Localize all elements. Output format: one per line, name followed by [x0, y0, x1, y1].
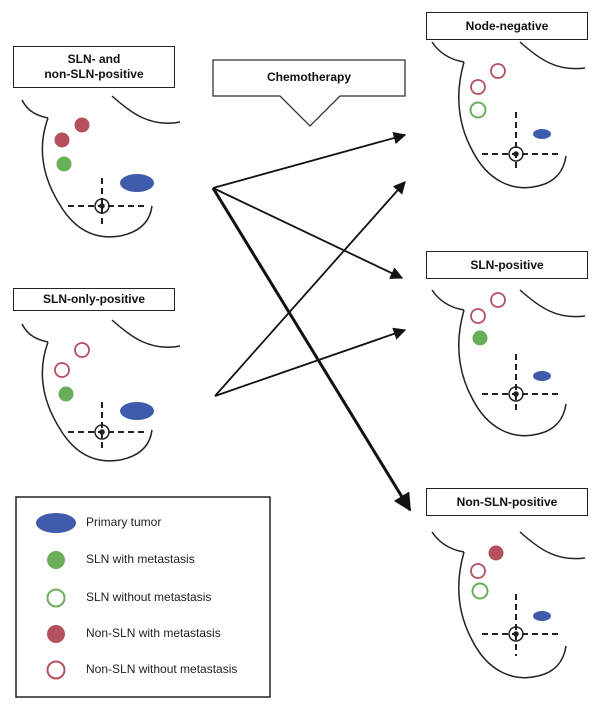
non-sln-metastasis-icon — [488, 545, 504, 561]
primary-tumor-icon — [533, 129, 551, 139]
arrow-bottom-to-node-negative — [214, 181, 406, 397]
non-sln-no-metastasis-icon — [74, 342, 90, 358]
legend-label-sln-metastasis: SLN with metastasis — [86, 552, 195, 566]
sln-no-metastasis-icon — [471, 582, 489, 600]
anatomy-left-top — [21, 95, 181, 238]
arrow-bottom-to-sln-positive — [214, 327, 407, 397]
non-sln-no-metastasis-icon — [490, 63, 506, 79]
legend-label-non-sln-no-metastasis: Non-SLN without metastasis — [86, 662, 238, 676]
label-chemotherapy: Chemotherapy — [266, 69, 352, 84]
non-sln-no-metastasis-icon — [470, 308, 486, 324]
label-non-sln-positive: Non-SLN-positive — [426, 488, 588, 516]
anatomy-right-mid — [431, 289, 586, 437]
legend-non-sln-metastasis-icon — [47, 625, 65, 643]
legend-label-sln-no-metastasis: SLN without metastasis — [86, 590, 212, 604]
label-sln-positive: SLN-positive — [426, 251, 588, 279]
arrow-top-to-non-sln-positive — [211, 187, 412, 512]
non-sln-no-metastasis-icon — [470, 563, 486, 579]
primary-tumor-icon — [533, 611, 551, 621]
label-sln-only-positive: SLN-only-positive — [13, 288, 175, 311]
label-sln-and-non-sln-positive: SLN- and non-SLN-positive — [13, 46, 175, 88]
non-sln-no-metastasis-icon — [490, 292, 506, 308]
sln-metastasis-icon — [472, 330, 488, 346]
anatomy-right-bottom — [431, 531, 586, 679]
non-sln-no-metastasis-icon — [54, 362, 70, 378]
primary-tumor-icon — [533, 371, 551, 381]
anatomy-left-bottom — [21, 319, 181, 462]
legend-label-primary-tumor: Primary tumor — [86, 515, 162, 529]
sln-metastasis-icon — [58, 386, 74, 402]
non-sln-metastasis-icon — [54, 132, 70, 148]
anatomy-right-top — [431, 41, 586, 189]
legend-label-non-sln-metastasis: Non-SLN with metastasis — [86, 626, 221, 640]
legend-primary-tumor-icon — [36, 513, 76, 533]
legend-non-sln-no-metastasis-icon — [46, 660, 66, 680]
sln-no-metastasis-icon — [469, 101, 487, 119]
primary-tumor-icon — [120, 174, 154, 192]
non-sln-metastasis-icon — [74, 117, 90, 133]
flow-arrows — [211, 131, 412, 512]
label-line-1: SLN- and — [67, 52, 121, 66]
chemotherapy-block-arrow — [212, 59, 406, 127]
arrow-top-to-sln-positive — [212, 187, 404, 279]
legend-sln-metastasis-icon — [47, 551, 65, 569]
arrow-top-to-node-negative — [212, 131, 407, 189]
non-sln-no-metastasis-icon — [470, 79, 486, 95]
label-node-negative: Node-negative — [426, 12, 588, 40]
primary-tumor-icon — [120, 402, 154, 420]
legend-sln-no-metastasis-icon — [46, 588, 66, 608]
label-line-2: non-SLN-positive — [44, 67, 144, 81]
sln-metastasis-icon — [56, 156, 72, 172]
